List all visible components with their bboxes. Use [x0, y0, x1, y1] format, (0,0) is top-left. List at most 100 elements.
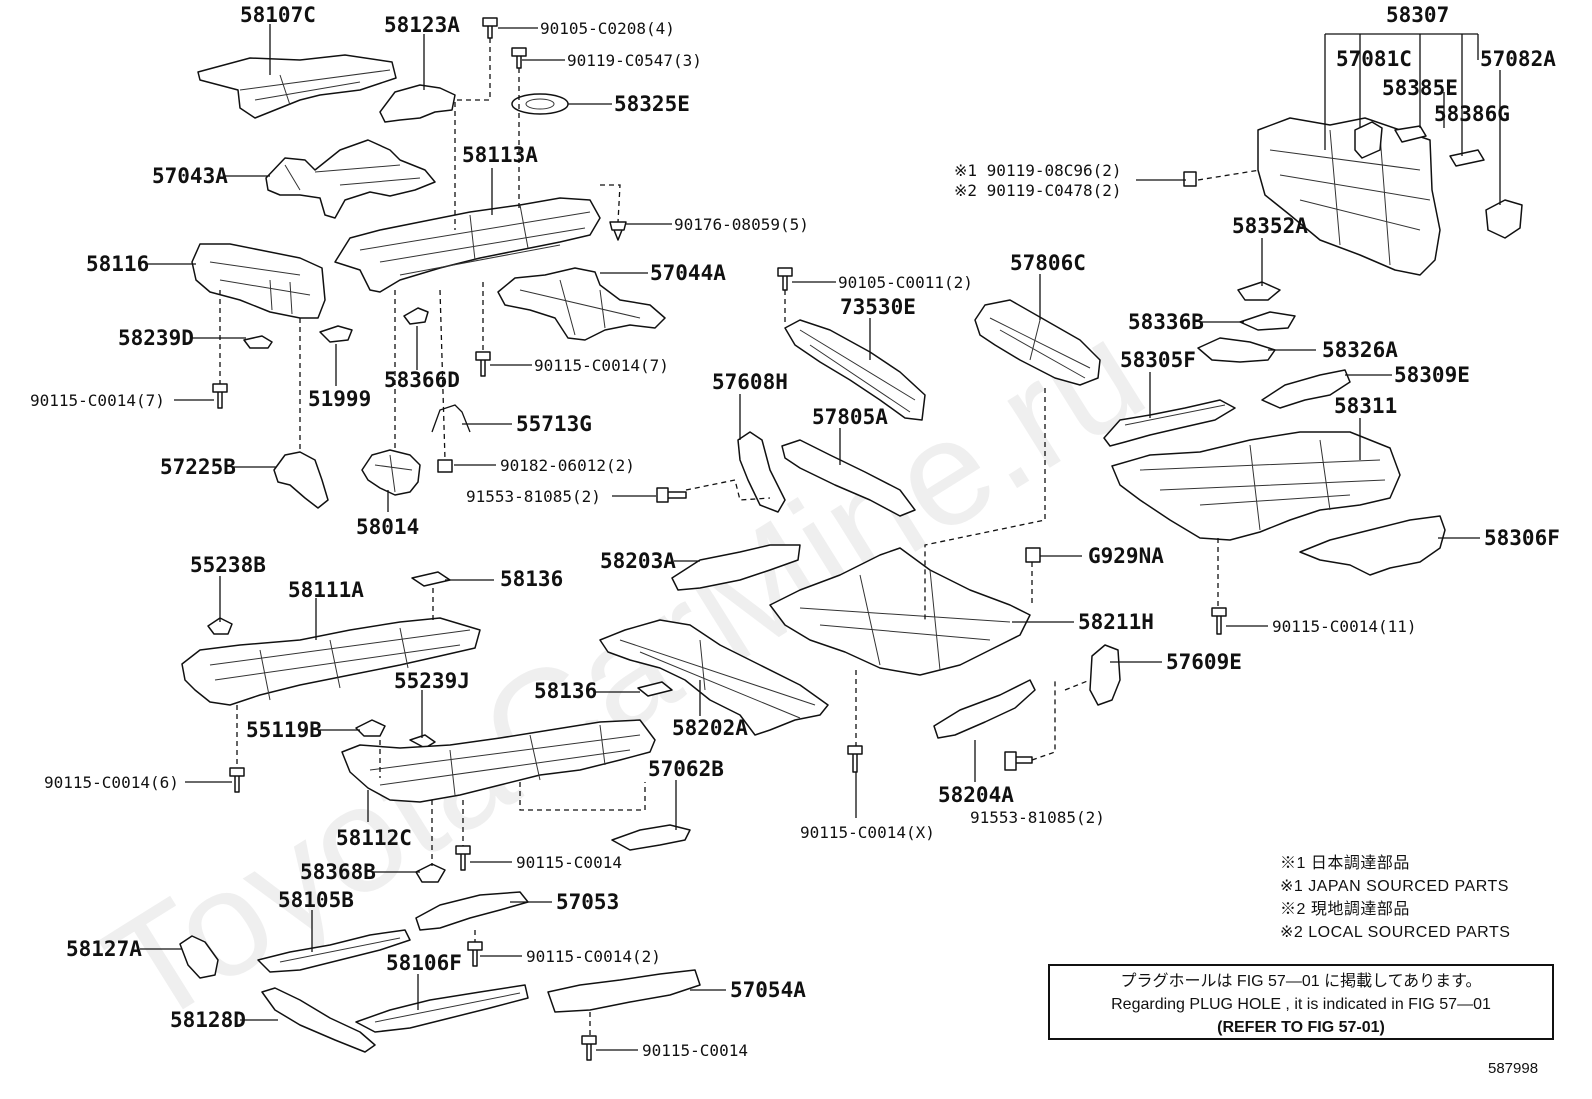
- label-55713G: 55713G: [516, 412, 592, 436]
- label-58204A: 58204A: [938, 783, 1014, 807]
- label-58113A: 58113A: [462, 143, 538, 167]
- label-58211H: 58211H: [1078, 610, 1154, 634]
- label-90115-C0014-7b: 90115-C0014(7): [534, 356, 669, 375]
- plug-hole-notice: プラグホールは FIG 57―01 に掲載してあります。 Regarding P…: [1048, 964, 1554, 1040]
- label-58366D: 58366D: [384, 368, 460, 392]
- label-90115-C0014-b: 90115-C0014: [642, 1041, 748, 1060]
- part-55713G: [431, 404, 471, 433]
- label-58014: 58014: [356, 515, 419, 539]
- notice-line-1: プラグホールは FIG 57―01 に掲載してあります。: [1120, 973, 1482, 990]
- part-57805A: [781, 439, 916, 517]
- part-57053: [415, 891, 529, 931]
- label-58116: 58116: [86, 252, 149, 276]
- part-57608H: [737, 431, 786, 513]
- part-58239D: [243, 335, 273, 349]
- label-58311: 58311: [1334, 394, 1397, 418]
- label-57044A: 57044A: [650, 261, 726, 285]
- label-58203A: 58203A: [600, 549, 676, 573]
- label-58336B: 58336B: [1128, 310, 1204, 334]
- label-90119-C0547: 90119-C0547(3): [567, 51, 702, 70]
- label-90115-C0014-2: 90115-C0014(2): [526, 947, 661, 966]
- part-shapes: [179, 17, 1523, 1061]
- label-58306F: 58306F: [1484, 526, 1560, 550]
- part-58112C: [341, 719, 656, 803]
- label-90119-C0478: ※2 90119-C0478(2): [954, 181, 1122, 200]
- part-58136-lower: [637, 681, 673, 697]
- label-58106F: 58106F: [386, 951, 462, 975]
- label-90182-06012: 90182-06012(2): [500, 456, 635, 475]
- label-90115-C0014-7a: 90115-C0014(7): [30, 391, 165, 410]
- label-90115-C0014-a: 90115-C0014: [516, 853, 622, 872]
- figure-number: 587998: [1488, 1060, 1539, 1077]
- label-58385E: 58385E: [1382, 76, 1458, 100]
- label-90115-C0014-6: 90115-C0014(6): [44, 773, 179, 792]
- label-90176-08059: 90176-08059(5): [674, 215, 809, 234]
- label-G929NA: G929NA: [1088, 544, 1164, 568]
- label-55239J: 55239J: [394, 669, 470, 693]
- part-labels: 58107C 58123A 90105-C0208(4) 90119-C0547…: [30, 3, 1560, 1060]
- part-58116: [191, 243, 326, 319]
- label-55238B: 55238B: [190, 553, 266, 577]
- part-58309E: [1261, 369, 1351, 409]
- label-91553-81085-a: 91553-81085(2): [466, 487, 601, 506]
- label-91553-81085-b: 91553-81085(2): [970, 808, 1105, 827]
- label-90105-C0011: 90105-C0011(2): [838, 273, 973, 292]
- part-58366D: [403, 307, 429, 325]
- part-51999: [319, 325, 353, 343]
- label-58352A: 58352A: [1232, 214, 1308, 238]
- label-58326A: 58326A: [1322, 338, 1398, 362]
- part-58203A: [671, 544, 801, 591]
- label-58136-lower: 58136: [534, 679, 597, 703]
- part-58386G: [1449, 149, 1485, 167]
- label-57225B: 57225B: [160, 455, 236, 479]
- label-57081C: 57081C: [1336, 47, 1412, 71]
- label-58386G: 58386G: [1434, 102, 1510, 126]
- note-line-3: ※2 現地調達部品: [1280, 901, 1410, 918]
- label-58112C: 58112C: [336, 826, 412, 850]
- label-58239D: 58239D: [118, 326, 194, 350]
- part-58336B: [1239, 311, 1296, 331]
- part-58107C: [197, 54, 397, 119]
- part-58136-upper: [411, 571, 451, 587]
- label-58107C: 58107C: [240, 3, 316, 27]
- label-58128D: 58128D: [170, 1008, 246, 1032]
- label-90115-C0014-X: 90115-C0014(X): [800, 823, 935, 842]
- part-55119B: [355, 719, 386, 737]
- note-line-4: ※2 LOCAL SOURCED PARTS: [1280, 924, 1511, 941]
- label-57608H: 57608H: [712, 370, 788, 394]
- label-58202A: 58202A: [672, 716, 748, 740]
- label-57053: 57053: [556, 890, 619, 914]
- label-58309E: 58309E: [1394, 363, 1470, 387]
- label-57806C: 57806C: [1010, 251, 1086, 275]
- part-57082A: [1485, 199, 1523, 239]
- part-57225B: [273, 451, 329, 509]
- note-line-2: ※1 JAPAN SOURCED PARTS: [1280, 878, 1509, 895]
- label-57062B: 57062B: [648, 757, 724, 781]
- notice-line-3: (REFER TO FIG 57-01): [1217, 1019, 1385, 1036]
- label-57054A: 57054A: [730, 978, 806, 1002]
- label-90119-08C96: ※1 90119-08C96(2): [954, 161, 1122, 180]
- label-90115-C0014-11: 90115-C0014(11): [1272, 617, 1417, 636]
- part-58385E: [1394, 125, 1427, 143]
- label-57082A: 57082A: [1480, 47, 1556, 71]
- part-57054A: [547, 969, 701, 1013]
- part-58204A: [933, 679, 1036, 739]
- part-58127A: [179, 935, 219, 979]
- part-58211H: [769, 547, 1031, 676]
- part-58307: [1257, 117, 1441, 276]
- label-58105B: 58105B: [278, 888, 354, 912]
- label-57043A: 57043A: [152, 164, 228, 188]
- part-57062B: [611, 824, 691, 851]
- label-58111A: 58111A: [288, 578, 364, 602]
- part-57806C: [974, 299, 1101, 386]
- label-58368B: 58368B: [300, 860, 376, 884]
- label-51999: 51999: [308, 387, 371, 411]
- part-73530E: [784, 319, 926, 421]
- part-58325E: [511, 93, 569, 115]
- leader-lines: [140, 24, 1501, 1051]
- note-line-1: ※1 日本調達部品: [1280, 855, 1410, 872]
- label-57805A: 57805A: [812, 405, 888, 429]
- part-58128D: [261, 987, 376, 1053]
- part-55238B: [207, 617, 233, 635]
